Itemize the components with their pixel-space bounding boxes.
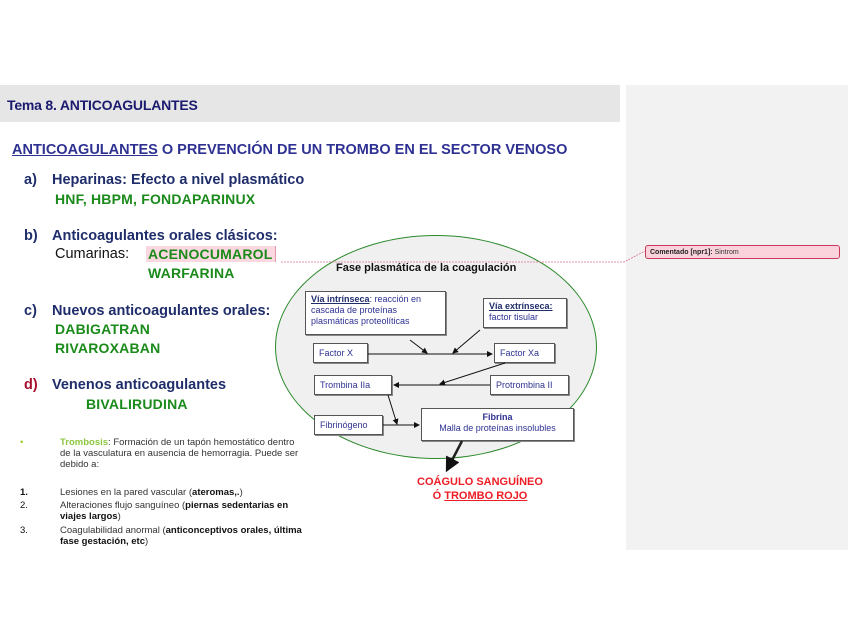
fibrinogeno-box: Fibrinógeno xyxy=(314,415,383,435)
cause-bold: piernas sedentarias en viajes largos xyxy=(60,500,289,522)
subtitle-underlined: ANTICOAGULANTES xyxy=(12,142,158,158)
extrinsic-label: Vía extrínseca: xyxy=(489,301,553,311)
cause-number: 1. xyxy=(20,487,28,498)
header-bar xyxy=(0,85,620,122)
section-d-heading: d) Venenos anticoagulantes xyxy=(24,377,226,393)
thrombosis-term: Trombosis xyxy=(60,437,109,448)
fibrinogeno-label: Fibrinógeno xyxy=(320,420,368,430)
section-b-heading: b) Anticoagulantes orales clásicos: xyxy=(24,228,278,244)
comment-label: Comentado [npr1]: xyxy=(650,249,713,256)
cause-number: 3. xyxy=(20,525,28,536)
section-heading-text: Venenos anticoagulantes xyxy=(52,377,227,393)
clot-prefix: Ó xyxy=(432,490,445,502)
cause-text: Coagulabilidad anormal ( xyxy=(60,525,166,536)
section-heading-text: Heparinas: Efecto a nivel plasmático xyxy=(52,172,305,188)
section-letter: a) xyxy=(24,172,37,188)
section-subtitle: ANTICOAGULANTES O PREVENCIÓN DE UN TROMB… xyxy=(12,142,567,158)
extrinsic-text: factor tisular xyxy=(489,312,539,322)
factor-xa-box: Factor Xa xyxy=(494,343,555,363)
section-c-heading: c) Nuevos anticoagulantes orales: xyxy=(24,303,270,319)
diagram-title: Fase plasmática de la coagulación xyxy=(336,262,517,274)
comment-text: Sintrom xyxy=(714,249,739,256)
clot-line1: COÁGULO SANGUÍNEO xyxy=(417,476,543,488)
drug-list-a: HNF, HBPM, FONDAPARINUX xyxy=(55,191,256,207)
cause-end: ) xyxy=(117,511,121,522)
intrinsic-text: : reacción en cascada de proteínas plasm… xyxy=(311,294,422,326)
cause-text: Lesiones en la pared vascular ( xyxy=(60,487,193,498)
section-a-heading: a) Heparinas: Efecto a nivel plasmático xyxy=(24,172,304,188)
page-title: Tema 8. ANTICOAGULANTES xyxy=(7,97,198,113)
cause-item: Lesiones en la pared vascular (ateromas,… xyxy=(60,487,305,498)
subtitle-rest: O PREVENCIÓN DE UN TROMBO EN EL SECTOR V… xyxy=(157,142,568,158)
drug-warfarina: WARFARINA xyxy=(148,265,235,281)
cause-text: Alteraciones flujo sanguíneo ( xyxy=(60,500,186,511)
cumarinas-label: Cumarinas: xyxy=(55,246,130,262)
section-letter: c) xyxy=(24,303,37,319)
fibrina-title: Fibrina xyxy=(482,412,513,422)
trombina-label: Trombina IIa xyxy=(320,380,371,390)
drug-bivalirudina: BIVALIRUDINA xyxy=(86,396,188,412)
intrinsic-pathway-box: Vía intrínseca: reacción en cascada de p… xyxy=(305,291,446,335)
section-letter: d) xyxy=(24,377,38,393)
cause-end: ) xyxy=(239,487,243,498)
factor-x-label: Factor X xyxy=(319,348,354,358)
trombina-box: Trombina IIa xyxy=(314,375,392,395)
cause-number: 2. xyxy=(20,500,28,511)
comment-balloon[interactable]: Comentado [npr1]: Sintrom xyxy=(645,245,840,259)
cause-end: ) xyxy=(145,536,149,547)
comments-panel xyxy=(626,85,848,550)
section-heading-text: Nuevos anticoagulantes orales: xyxy=(52,303,271,319)
thrombosis-text: : Formación de un tapón hemostático dent… xyxy=(60,437,299,470)
section-letter: b) xyxy=(24,228,38,244)
protrombina-label: Protrombina II xyxy=(496,380,553,390)
cause-bold: anticonceptivos orales, última fase gest… xyxy=(60,525,302,547)
drug-dabigatran: DABIGATRAN xyxy=(55,321,151,337)
section-heading-text: Anticoagulantes orales clásicos: xyxy=(52,228,278,244)
bullet-icon: • xyxy=(20,437,24,448)
protrombina-box: Protrombina II xyxy=(490,375,569,395)
extrinsic-pathway-box: Vía extrínseca:factor tisular xyxy=(483,298,567,328)
clot-result-label: COÁGULO SANGUÍNEO Ó TROMBO ROJO xyxy=(400,475,560,503)
factor-xa-label: Factor Xa xyxy=(500,348,540,358)
drug-rivaroxaban: RIVAROXABAN xyxy=(55,340,161,356)
cause-bold: ateromas,. xyxy=(192,487,240,498)
fibrina-text: Malla de proteínas insolubles xyxy=(439,423,556,433)
cause-item: Alteraciones flujo sanguíneo (piernas se… xyxy=(60,500,305,522)
clot-underlined: TROMBO ROJO xyxy=(444,490,528,502)
cause-item: Coagulabilidad anormal (anticonceptivos … xyxy=(60,525,305,547)
intrinsic-label: Vía intrínseca xyxy=(311,294,370,304)
drug-acenocumarol-commented[interactable]: ACENOCUMAROL xyxy=(146,246,276,262)
thrombosis-definition: Trombosis: Formación de un tapón hemostá… xyxy=(60,437,305,470)
factor-x-box: Factor X xyxy=(313,343,368,363)
